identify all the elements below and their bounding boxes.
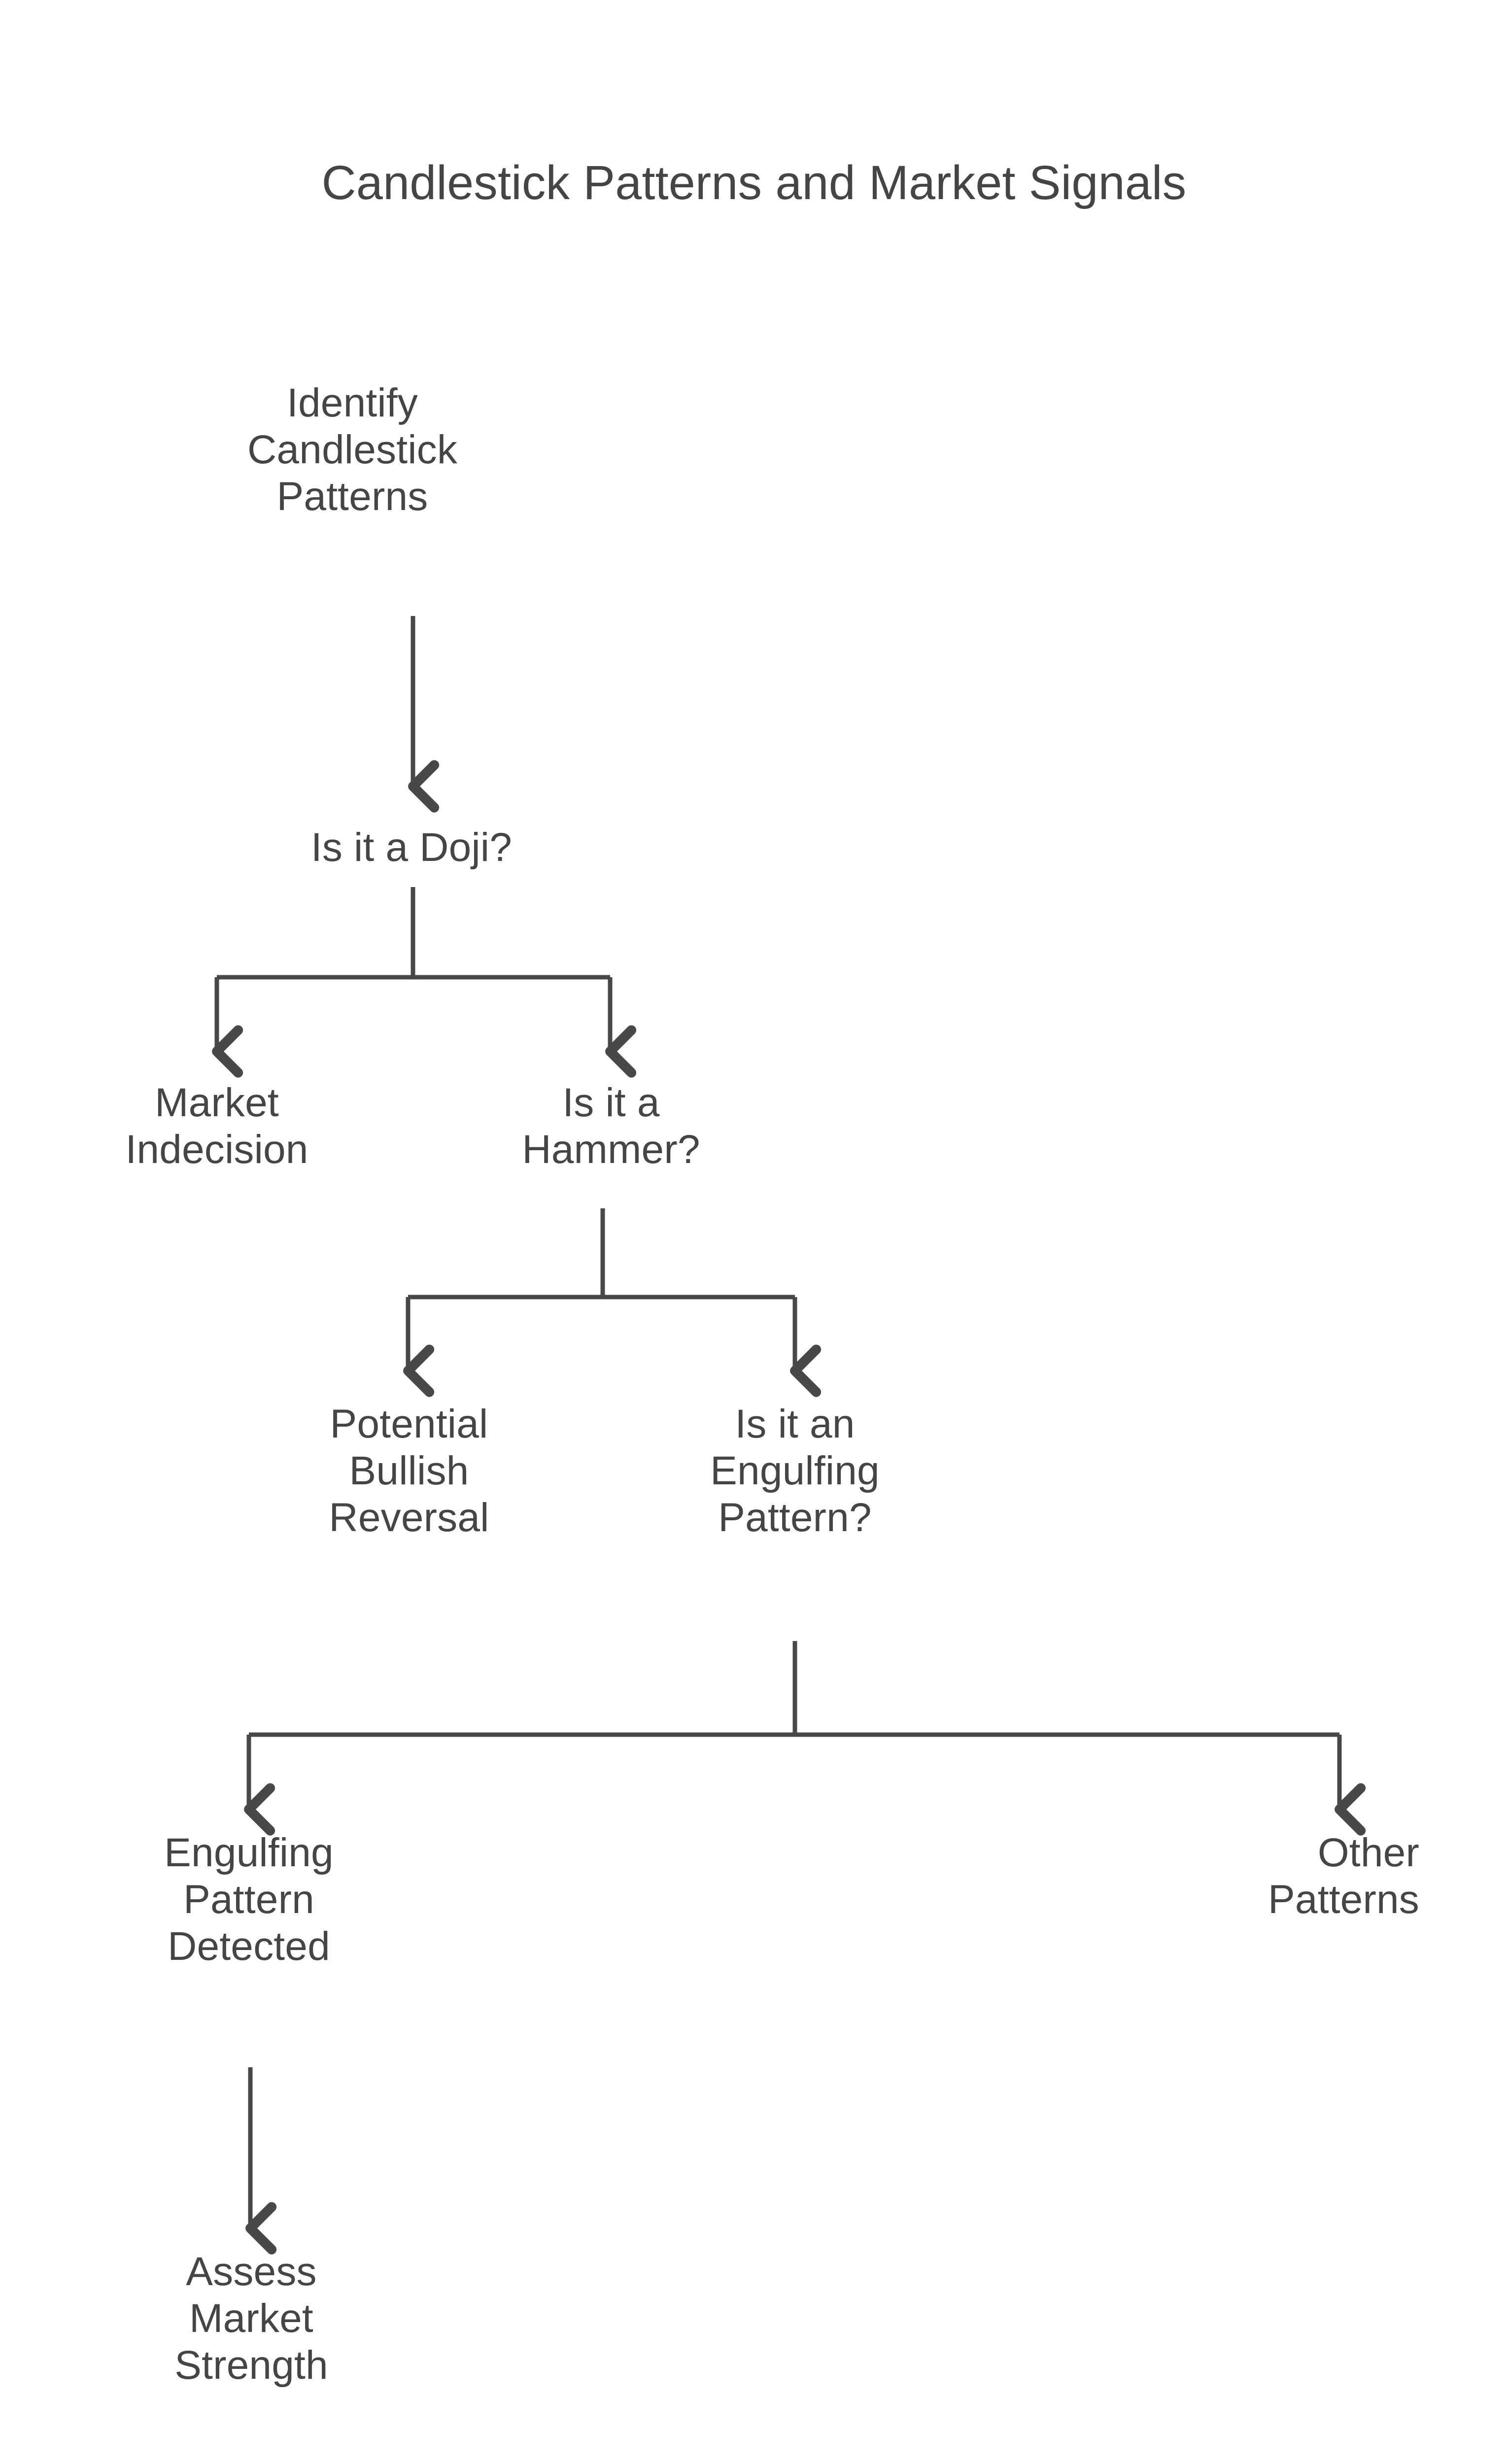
page-title: Candlestick Patterns and Market Signals [321, 156, 1187, 209]
node-is-it-a-doji[interactable]: Is it a Doji? [310, 825, 513, 870]
node-potential-bullish-reversal[interactable]: Potential Bullish Reversal [329, 1402, 489, 1540]
node-is-it-an-engulfing-pattern[interactable]: Is it an Engulfing Pattern? [710, 1402, 880, 1540]
node-assess-market-strength[interactable]: Assess Market Strength [174, 2249, 328, 2388]
node-engulfing-pattern-detected[interactable]: Engulfing Pattern Detected [164, 1830, 334, 1969]
node-other-patterns[interactable]: Other Patterns [1268, 1830, 1419, 1922]
node-market-indecision[interactable]: Market Indecision [125, 1080, 308, 1172]
node-is-it-a-hammer[interactable]: Is it a Hammer? [522, 1080, 700, 1172]
node-identify-candlestick-patterns[interactable]: Identify Candlestick Patterns [247, 380, 458, 519]
